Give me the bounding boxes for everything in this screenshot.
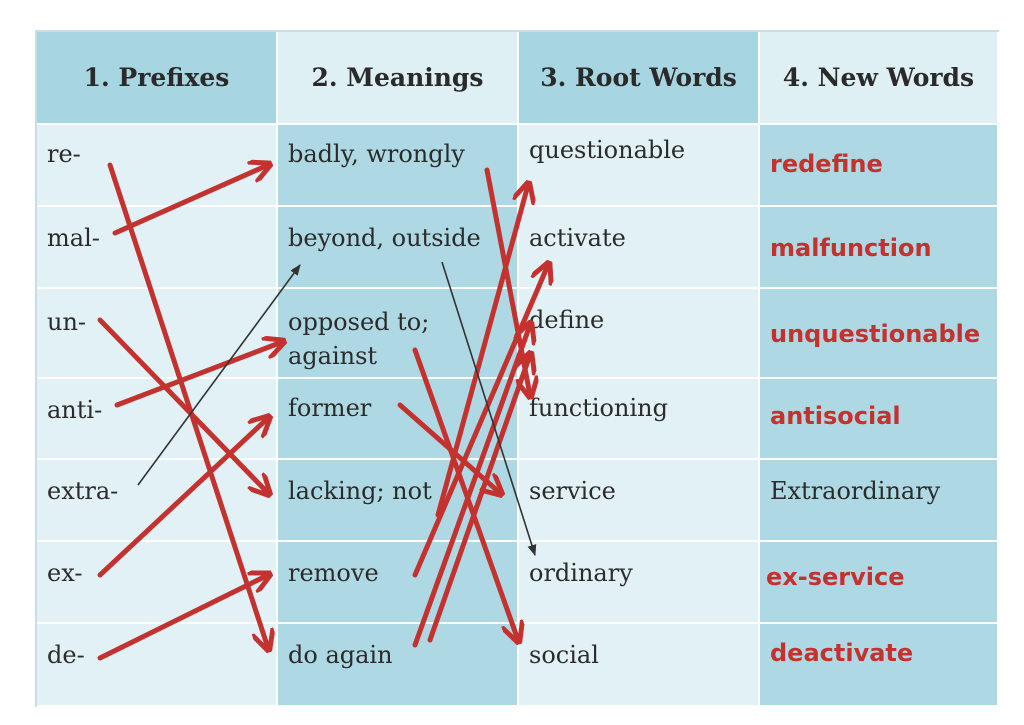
root-word-text: social — [529, 641, 599, 669]
meaning-cell: badly, wrongly — [278, 125, 519, 207]
meaning-text: opposed to; against — [288, 308, 430, 370]
root-word-text: activate — [529, 224, 626, 252]
root-word-cell: service — [519, 460, 760, 542]
root-word-text: questionable — [529, 136, 686, 164]
prefix-cell: de- — [37, 624, 278, 707]
new-word-cell: redefine — [760, 125, 999, 207]
arrow-do-again-to-define-2 — [427, 355, 530, 643]
word-table: 1. Prefixes 2. Meanings 3. Root Words 4.… — [35, 30, 999, 707]
header-meanings-label: 2. Meanings — [311, 63, 484, 92]
meaning-cell: do again — [278, 624, 519, 707]
root-word-cell: social — [519, 624, 760, 707]
arrow-lacking-to-questionable — [435, 185, 528, 518]
meaning-cell: beyond, outside — [278, 207, 519, 289]
prefix-text: de- — [47, 641, 85, 669]
arrow-former-to-service — [397, 402, 500, 493]
meaning-text: do again — [288, 641, 393, 669]
arrow-extra-to-beyond — [137, 264, 301, 486]
arrow-anti-to-opposed — [114, 342, 282, 408]
new-word-cell: unquestionable — [760, 289, 999, 379]
new-word-cell: Extraordinary — [760, 460, 999, 542]
prefix-text: extra- — [47, 477, 119, 505]
root-word-cell: functioning — [519, 379, 760, 460]
root-word-text: ordinary — [529, 559, 633, 587]
root-word-text: service — [529, 477, 616, 505]
new-word-cell: malfunction — [760, 207, 999, 289]
prefix-cell: re- — [37, 125, 278, 207]
meaning-text: remove — [288, 559, 379, 587]
prefix-text: mal- — [47, 224, 100, 252]
header-prefixes-label: 1. Prefixes — [83, 63, 230, 92]
new-word-text: antisocial — [770, 402, 901, 430]
arrow-mal-to-badly — [112, 165, 268, 236]
header-meanings: 2. Meanings — [278, 32, 519, 125]
root-word-text: define — [529, 306, 605, 334]
prefix-cell: extra- — [37, 460, 278, 542]
prefix-text: un- — [47, 308, 87, 336]
arrow-de-to-remove — [97, 575, 268, 661]
meaning-cell: remove — [278, 542, 519, 624]
meaning-text: former — [288, 394, 372, 422]
prefix-text: anti- — [47, 396, 103, 424]
root-word-text: functioning — [529, 394, 668, 422]
new-word-text: malfunction — [770, 234, 932, 262]
new-word-text: ex-service — [766, 563, 905, 591]
new-word-text: Extraordinary — [770, 477, 941, 505]
meaning-cell: former — [278, 379, 519, 460]
arrow-ex-to-former — [97, 418, 268, 578]
new-word-cell: ex-service — [760, 542, 999, 624]
meaning-text: beyond, outside — [288, 224, 481, 252]
header-root-words-label: 3. Root Words — [540, 63, 737, 92]
arrow-do-again-to-define — [412, 325, 530, 648]
new-word-cell: antisocial — [760, 379, 999, 460]
prefix-cell: mal- — [37, 207, 278, 289]
header-root-words: 3. Root Words — [519, 32, 760, 125]
root-word-cell: activate — [519, 207, 760, 289]
meaning-text: lacking; not — [288, 477, 432, 505]
meaning-text: badly, wrongly — [288, 140, 465, 168]
prefix-text: re- — [47, 140, 81, 168]
prefix-text: ex- — [47, 559, 83, 587]
header-prefixes: 1. Prefixes — [37, 32, 278, 125]
header-new-words-label: 4. New Words — [782, 63, 975, 92]
new-word-text: redefine — [770, 150, 883, 178]
root-word-cell: questionable — [519, 125, 760, 207]
root-word-cell: define — [519, 289, 760, 379]
arrow-beyond-to-ordinary — [441, 261, 537, 557]
new-word-text: deactivate — [770, 639, 914, 667]
header-new-words: 4. New Words — [760, 32, 999, 125]
arrow-re-to-do-again — [107, 162, 268, 648]
new-word-cell: deactivate — [760, 624, 999, 707]
arrow-remove-to-activate — [412, 265, 548, 578]
arrow-un-to-lacking — [97, 317, 268, 493]
new-word-text: unquestionable — [770, 320, 981, 348]
root-word-cell: ordinary — [519, 542, 760, 624]
